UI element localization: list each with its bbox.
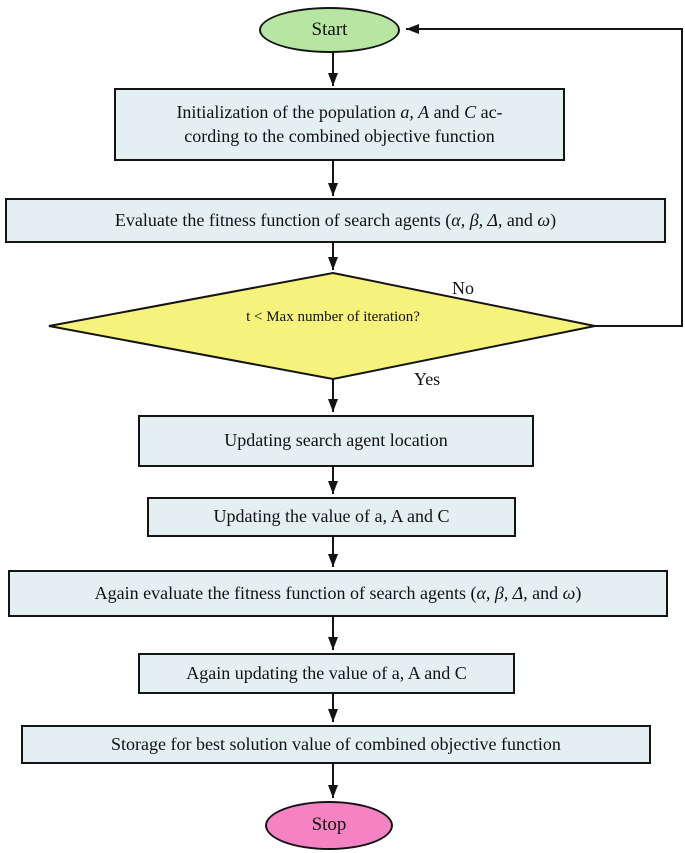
process-initialization: Initialization of the population a, A an… bbox=[114, 88, 565, 161]
evaluate-seg1: Evaluate the fitness function of search … bbox=[114, 209, 452, 230]
evaluate-seg5: ) bbox=[550, 209, 557, 230]
init-line1-seg1: Initialization of the population bbox=[176, 102, 401, 123]
edge-no-feedback bbox=[406, 24, 683, 327]
init-line1-seg5: ac- bbox=[476, 102, 503, 123]
again-evaluate-line: Again evaluate the fitness function of s… bbox=[95, 582, 582, 605]
decision-label: t < Max number of iteration? bbox=[246, 309, 420, 325]
again-evaluate-seg3: and bbox=[527, 582, 563, 603]
again-update-label: Again updating the value of a, A and C bbox=[186, 662, 467, 683]
process-evaluate-fitness: Evaluate the fitness function of search … bbox=[5, 198, 666, 243]
process-update-location: Updating search agent location bbox=[138, 415, 534, 467]
evaluate-seg3: and bbox=[502, 209, 538, 230]
init-line1-seg4: C bbox=[464, 102, 477, 123]
update-values-label: Updating the value of a, A and C bbox=[213, 506, 450, 527]
init-line1-seg2: a, A bbox=[400, 102, 430, 123]
init-line1: Initialization of the population a, A an… bbox=[176, 101, 502, 124]
again-evaluate-seg4: ω bbox=[562, 582, 576, 603]
branch-label-yes: Yes bbox=[414, 369, 441, 389]
decision-diamond-shape bbox=[48, 271, 596, 381]
process-again-update: Again updating the value of a, A and C bbox=[138, 653, 515, 694]
branch-label-no: No bbox=[452, 278, 474, 298]
again-evaluate-seg1: Again evaluate the fitness function of s… bbox=[94, 582, 477, 603]
storage-label: Storage for best solution value of combi… bbox=[111, 733, 561, 754]
init-line1-seg3: and bbox=[429, 102, 465, 123]
stop-node: Stop bbox=[265, 801, 393, 850]
process-update-values: Updating the value of a, A and C bbox=[147, 497, 516, 537]
evaluate-seg4: ω bbox=[537, 209, 551, 230]
again-evaluate-seg5: ) bbox=[575, 582, 582, 603]
update-location-label: Updating search agent location bbox=[224, 430, 448, 451]
evaluate-line: Evaluate the fitness function of search … bbox=[115, 209, 556, 232]
process-again-evaluate: Again evaluate the fitness function of s… bbox=[8, 570, 668, 617]
start-node: Start bbox=[259, 7, 400, 53]
process-storage: Storage for best solution value of combi… bbox=[21, 725, 651, 764]
again-evaluate-seg2: α, β, Δ, bbox=[476, 582, 528, 603]
init-line2: cording to the combined objective functi… bbox=[184, 125, 495, 146]
evaluate-seg2: α, β, Δ, bbox=[451, 209, 503, 230]
stop-label: Stop bbox=[311, 814, 347, 836]
start-label: Start bbox=[311, 18, 348, 40]
